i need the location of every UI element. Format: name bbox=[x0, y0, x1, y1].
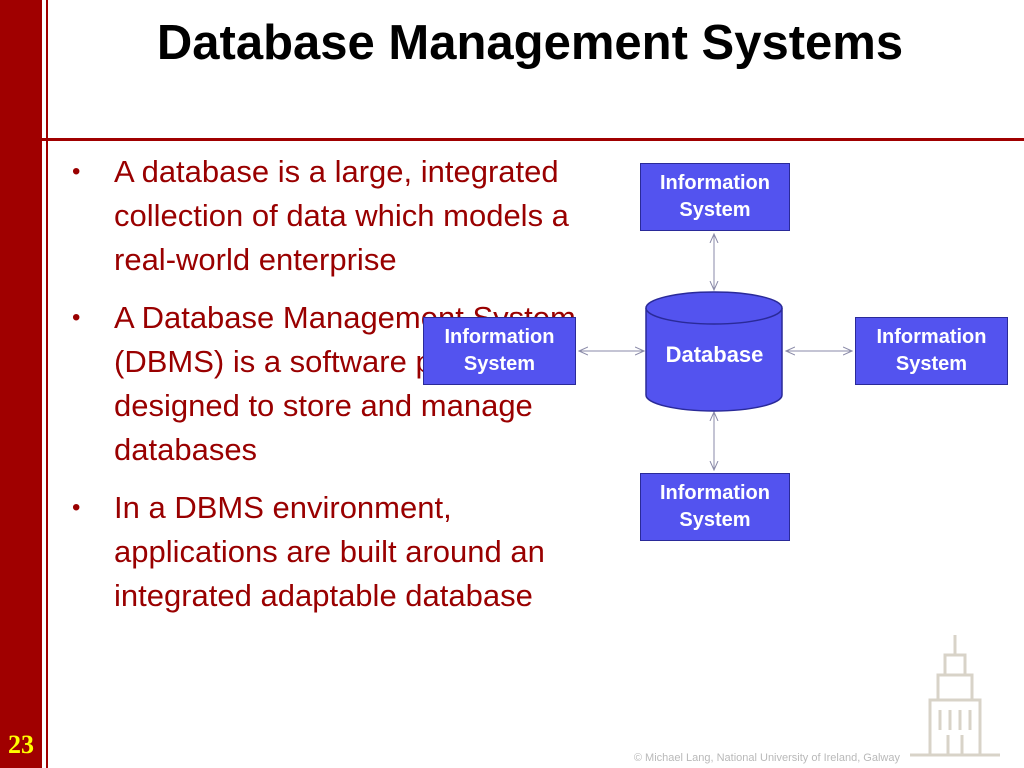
box-label: Information System bbox=[876, 326, 987, 375]
box-label: Information System bbox=[444, 326, 555, 375]
bullet-item: • A database is a large, integrated coll… bbox=[72, 150, 592, 282]
information-system-box-right: Information System bbox=[855, 317, 1008, 385]
bullet-dot-icon: • bbox=[72, 158, 81, 185]
left-accent-line bbox=[46, 0, 48, 768]
box-label: Information System bbox=[660, 172, 770, 221]
information-system-box-top: Information System bbox=[640, 163, 790, 231]
information-system-box-bottom: Information System bbox=[640, 473, 790, 541]
bullet-list: • A database is a large, integrated coll… bbox=[72, 150, 592, 632]
copyright-footer: © Michael Lang, National University of I… bbox=[633, 752, 900, 764]
database-label: Database bbox=[665, 342, 764, 367]
bullet-text: In a DBMS environment, applications are … bbox=[114, 490, 545, 613]
bullet-dot-icon: • bbox=[72, 304, 81, 331]
information-system-box-left: Information System bbox=[423, 317, 576, 385]
university-building-watermark-icon bbox=[910, 635, 1000, 757]
slide-title: Database Management Systems bbox=[156, 16, 904, 70]
database-cylinder bbox=[645, 291, 783, 412]
bullet-text: A database is a large, integrated collec… bbox=[114, 154, 569, 277]
left-accent-bar bbox=[0, 0, 42, 768]
slide-number: 23 bbox=[8, 730, 34, 759]
box-label: Information System bbox=[660, 482, 770, 531]
bullet-dot-icon: • bbox=[72, 494, 81, 521]
title-divider bbox=[42, 138, 1024, 141]
bullet-item: • In a DBMS environment, applications ar… bbox=[72, 486, 592, 618]
